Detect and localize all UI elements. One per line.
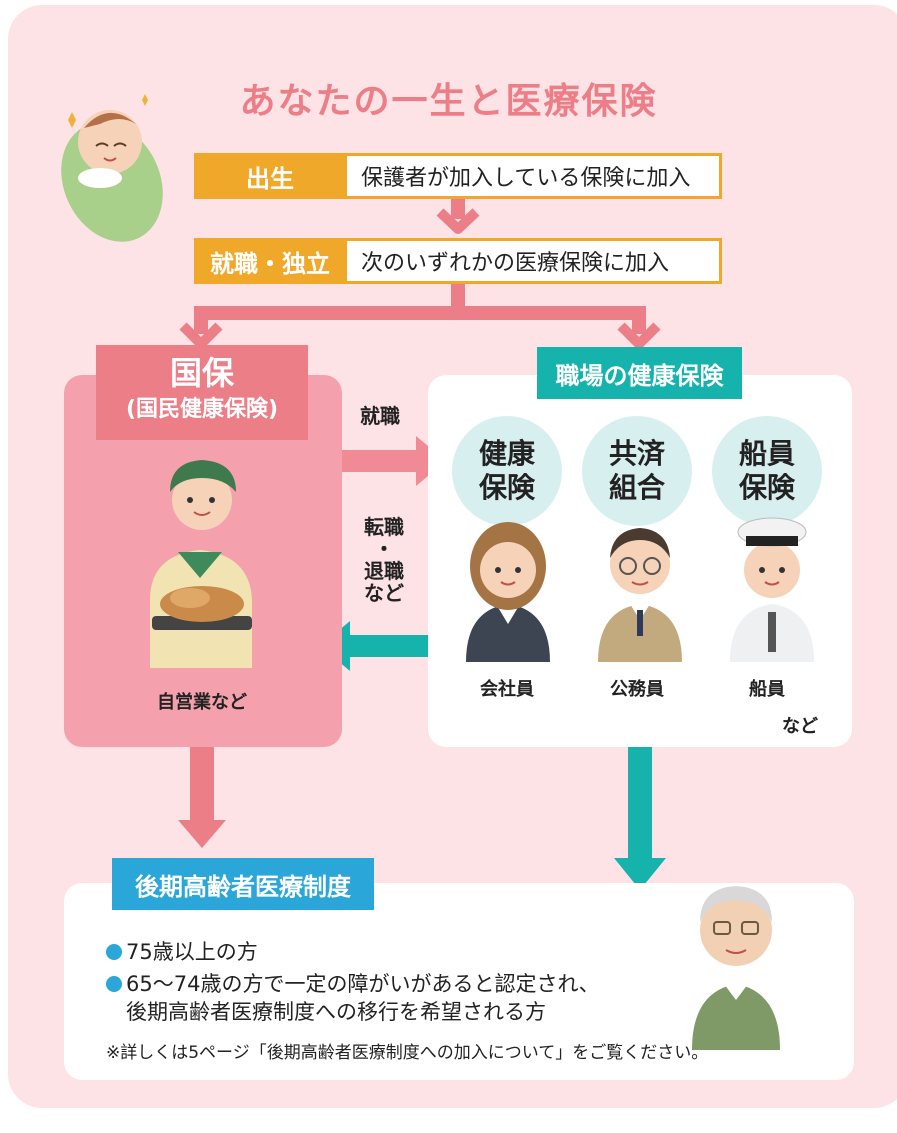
transition-to-kokuho-label: 転職 ・ 退職 など <box>362 516 406 604</box>
insurance-circle-health: 健康 保険 <box>452 416 562 526</box>
elderly-bullet-2-line1: 65〜74歳の方で一定の障がいがあると認定され、 <box>126 972 600 996</box>
transition-line-1: 転職 <box>364 515 404 539</box>
caption-seaman: 船員 <box>749 679 785 700</box>
elderly-bullet-2-line2: 後期高齢者医療制度への移行を希望される方 <box>126 1000 546 1024</box>
insurance-health-line2: 保険 <box>478 471 535 504</box>
elderly-bullet-2: 65〜74歳の方で一定の障がいがあると認定され、 <box>106 968 600 998</box>
arrow-split <box>179 283 661 349</box>
elderly-note: ※詳しくは5ページ「後期高齢者医療制度への加入について」をご覧ください。 <box>106 1043 709 1063</box>
kokuho-title: 国保 <box>169 354 234 392</box>
kokuho-subtitle: (国民健康保険) <box>125 397 279 422</box>
transition-line-4: など <box>364 581 404 605</box>
arrow-work-down <box>614 732 666 890</box>
kokuho-label: 国保 (国民健康保険) <box>96 345 308 440</box>
insurance-seamen-line1: 船員 <box>738 437 795 470</box>
insurance-circle-mutual-aid: 共済 組合 <box>582 416 692 526</box>
caption-civil-servant: 公務員 <box>610 679 664 700</box>
bullet-dot-icon <box>106 976 122 992</box>
caption-office-worker: 会社員 <box>480 679 534 700</box>
bullet-dot-icon <box>106 944 122 960</box>
arrow-birth-to-employment <box>436 197 480 234</box>
kokuho-caption: 自営業など <box>157 692 247 713</box>
seaman-illustration <box>730 517 814 662</box>
elderly-title: 後期高齢者医療制度 <box>112 858 374 910</box>
office-worker-illustration <box>466 522 550 662</box>
insurance-seamen-line2: 保険 <box>738 471 795 504</box>
step-birth-label: 出生 <box>194 153 346 199</box>
transition-line-2: ・ <box>374 537 394 561</box>
step-employment-label: 就職・独立 <box>194 238 346 284</box>
transition-line-3: 退職 <box>364 559 404 583</box>
insurance-mutual-line1: 共済 <box>608 437 665 470</box>
insurance-health-line1: 健康 <box>478 437 535 470</box>
arrow-kokuho-down <box>178 732 226 848</box>
step-employment-text: 次のいずれかの医療保険に加入 <box>344 238 722 284</box>
step-birth-text: 保護者が加入している保険に加入 <box>344 153 722 199</box>
transition-to-work-label: 就職 <box>360 404 400 428</box>
workplace-etc: など <box>782 716 818 737</box>
workplace-title: 職場の健康保険 <box>537 347 742 399</box>
insurance-circle-seamen: 船員 保険 <box>712 416 822 526</box>
elderly-bullet-1: 75歳以上の方 <box>106 936 258 966</box>
insurance-mutual-line2: 組合 <box>608 471 665 504</box>
civil-servant-illustration <box>598 528 682 662</box>
page-title: あなたの一生と医療保険 <box>239 81 658 122</box>
elderly-bullet-1-text: 75歳以上の方 <box>126 940 258 964</box>
